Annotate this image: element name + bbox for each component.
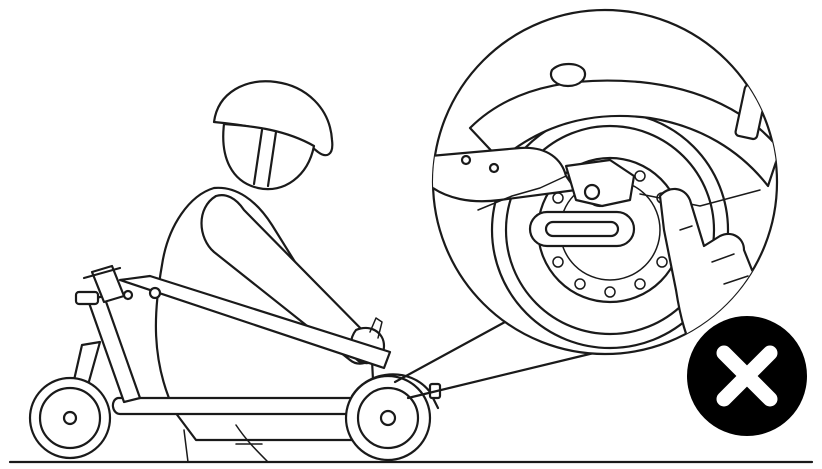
scooter-rear-hub xyxy=(379,409,397,427)
helmet-strap xyxy=(266,130,278,188)
zoom-frame-bolt xyxy=(488,162,500,174)
scooter-fold-bar xyxy=(118,274,392,370)
prohibited-badge xyxy=(687,316,807,436)
person-finger xyxy=(369,317,383,339)
zoom-callout-line xyxy=(393,320,507,384)
zoom-finger-crease xyxy=(723,275,749,285)
scooter xyxy=(28,264,442,462)
zoom-brake-cable xyxy=(477,175,567,211)
zoom-arm xyxy=(528,210,636,248)
zoom-brake-caliper xyxy=(564,158,636,208)
scooter-grip xyxy=(74,290,100,306)
zoom-callout-line xyxy=(406,350,600,400)
scooter-rear-wheel-rim xyxy=(356,386,420,450)
zoom-fender-knob xyxy=(549,62,587,88)
person-head xyxy=(222,122,316,191)
scooter-front-wheel-rim xyxy=(38,386,102,450)
helmet-strap xyxy=(252,128,264,186)
scooter-rear-fender xyxy=(350,373,440,410)
scooter-front-hub xyxy=(62,410,78,426)
scooter-fold-joint xyxy=(122,289,134,301)
zoom-frame xyxy=(433,146,578,203)
scooter-fold-joint xyxy=(148,286,162,300)
zoom-finger-crease xyxy=(711,253,735,263)
zoom-arm-slot xyxy=(544,220,620,238)
scooter-handlebar xyxy=(82,266,122,280)
cross-icon xyxy=(716,345,778,407)
zoom-caliper-pivot xyxy=(583,183,601,201)
zoom-frame-bolt xyxy=(460,154,472,166)
zoom-finger-crease xyxy=(679,225,693,231)
zoom-tire-inner xyxy=(504,124,716,336)
person-leg xyxy=(183,429,189,463)
